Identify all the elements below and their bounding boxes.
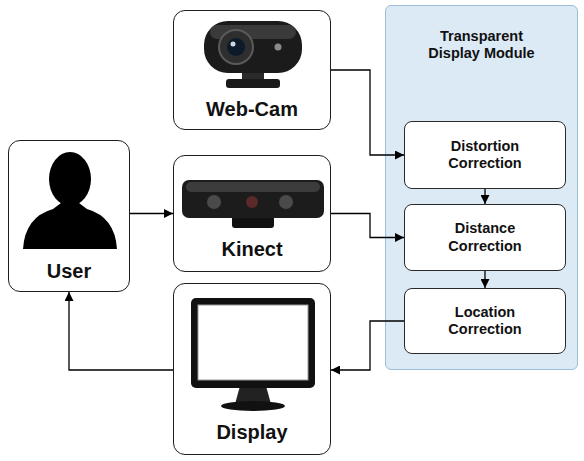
arrow-connector (130, 213, 173, 214)
webcam-illustration (174, 11, 332, 101)
arrow-connector (331, 214, 404, 238)
arrow-connector (484, 189, 485, 204)
process-box: Location Correction (404, 288, 566, 354)
arrow-connector (331, 321, 404, 370)
node-label: Kinect (221, 238, 282, 261)
kinect-illustration (174, 156, 332, 241)
device-box: Display (173, 283, 331, 455)
arrow-connector (331, 70, 404, 155)
device-box: Web-Cam (173, 10, 331, 130)
module-panel: Transparent Display ModuleDistortion Cor… (385, 5, 578, 370)
panel-heading: Transparent Display Module (417, 28, 547, 63)
arrow-connector (69, 292, 173, 370)
process-label: Distance Correction (424, 220, 546, 255)
process-label: Location Correction (424, 304, 546, 339)
node-label: User (47, 260, 91, 283)
process-box: Distance Correction (404, 204, 566, 271)
arrow-connector (484, 271, 485, 288)
process-label: Distortion Correction (424, 138, 546, 173)
node-label: Display (216, 421, 287, 444)
user-box: User (8, 140, 130, 292)
process-box: Distortion Correction (404, 121, 566, 189)
device-box: Kinect (173, 155, 331, 272)
node-label: Web-Cam (206, 98, 298, 121)
user-silhouette (9, 141, 131, 261)
monitor-illustration (174, 284, 332, 419)
